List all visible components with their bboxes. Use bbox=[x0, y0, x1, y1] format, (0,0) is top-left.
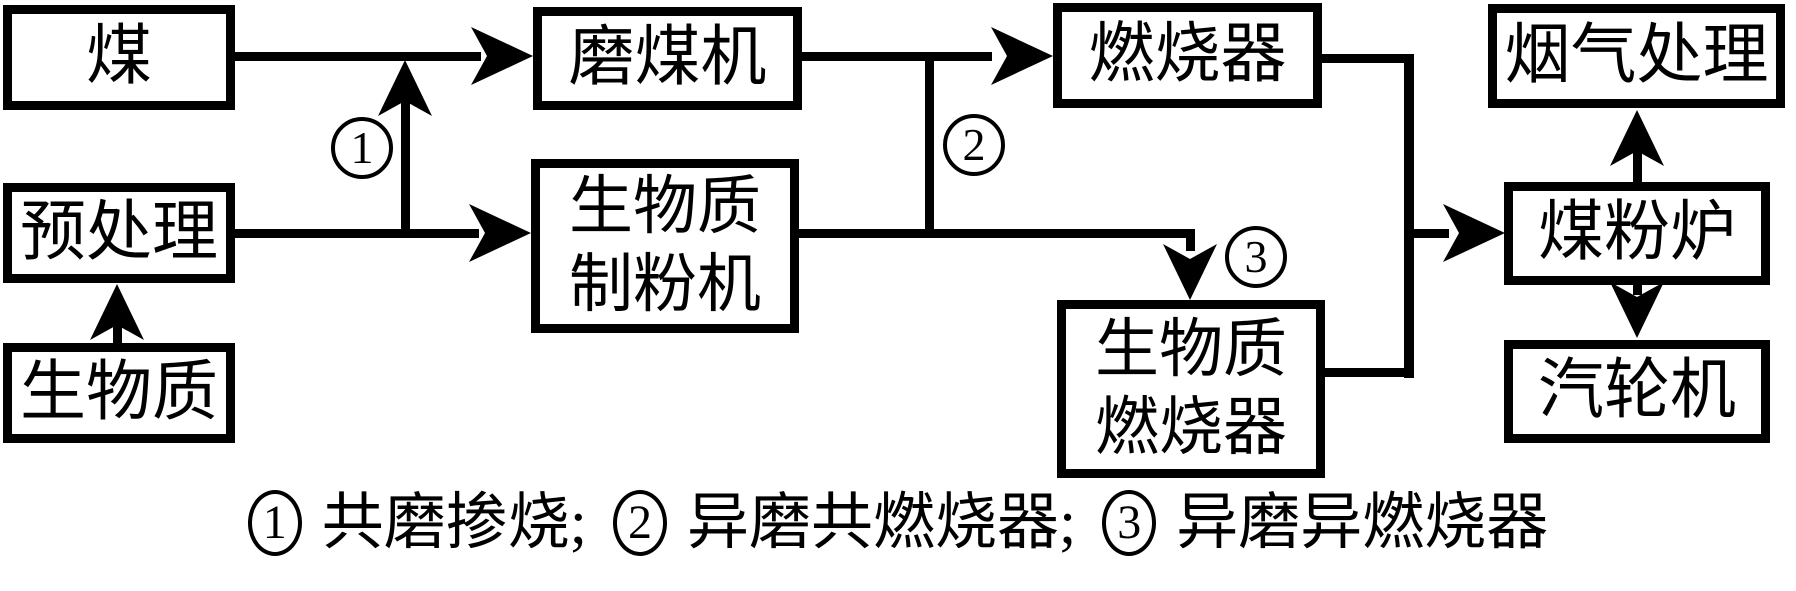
edge-path1-branch bbox=[401, 90, 410, 233]
node-biomass-burner-line2: 燃烧器 bbox=[1095, 392, 1287, 463]
node-biomass-pulverizer-line1: 生物质 bbox=[569, 170, 761, 242]
node-biomass-burner: 生物质 燃烧器 bbox=[1057, 300, 1325, 478]
node-flue-gas-treatment-label: 烟气处理 bbox=[1504, 18, 1769, 92]
legend-item-2: 2 异磨共燃烧器; bbox=[612, 489, 1077, 557]
node-pulverized-coal-furnace-label: 煤粉炉 bbox=[1538, 196, 1736, 270]
node-burner-label: 燃烧器 bbox=[1088, 18, 1287, 92]
path-label-3: 3 bbox=[1225, 226, 1287, 288]
legend-marker-2: 2 bbox=[612, 490, 667, 556]
node-coal-label: 煤 bbox=[86, 20, 152, 94]
path-label-2: 2 bbox=[943, 114, 1005, 176]
edge-furnace-to-flue bbox=[1633, 140, 1642, 183]
edge-burner-east bbox=[1322, 54, 1414, 63]
arrowhead-down-icon bbox=[1163, 244, 1217, 300]
node-pretreatment: 预处理 bbox=[3, 183, 235, 283]
node-biomass-burner-line1: 生物质 bbox=[1095, 313, 1287, 385]
node-biomass-label: 生物质 bbox=[20, 355, 218, 429]
arrowhead-right-icon bbox=[469, 204, 531, 262]
node-coal: 煤 bbox=[3, 5, 235, 110]
path-label-2-number: 2 bbox=[962, 119, 986, 170]
arrowhead-right-icon bbox=[471, 27, 533, 85]
legend-text-1: 共磨掺烧; bbox=[321, 489, 587, 557]
edge-coal-to-mill bbox=[235, 52, 481, 61]
node-flue-gas-treatment: 烟气处理 bbox=[1488, 4, 1785, 108]
edge-path2-branch bbox=[925, 56, 934, 234]
node-burner: 燃烧器 bbox=[1053, 3, 1322, 108]
arrowhead-up-icon bbox=[1610, 110, 1664, 166]
edge-pulverizer-east bbox=[799, 229, 1195, 238]
edge-furnace-to-turbine bbox=[1633, 285, 1642, 295]
node-steam-turbine-label: 汽轮机 bbox=[1538, 354, 1736, 428]
edge-path3-branch bbox=[1186, 229, 1195, 251]
arrowhead-up-icon bbox=[378, 60, 432, 116]
node-steam-turbine: 汽轮机 bbox=[1504, 340, 1770, 443]
edge-mill-to-burner bbox=[802, 52, 992, 61]
node-biomass-pulverizer-line2: 制粉机 bbox=[569, 249, 761, 320]
legend-text-2: 异磨共燃烧器; bbox=[686, 489, 1077, 557]
arrowhead-down-icon bbox=[1610, 282, 1664, 338]
edge-biomass-burner-east bbox=[1325, 368, 1407, 377]
path-label-1: 1 bbox=[331, 117, 393, 179]
node-pretreatment-label: 预处理 bbox=[20, 195, 218, 269]
arrowhead-right-icon bbox=[1443, 204, 1505, 262]
node-biomass-pulverizer: 生物质 制粉机 bbox=[531, 159, 799, 333]
legend-text-3: 异磨异燃烧器 bbox=[1176, 489, 1549, 557]
legend-item-1: 1 共磨掺烧; bbox=[247, 489, 587, 557]
edge-merge-vertical bbox=[1404, 54, 1414, 378]
node-coal-mill-label: 磨煤机 bbox=[568, 21, 767, 95]
legend-marker-3: 3 bbox=[1102, 490, 1157, 556]
node-biomass: 生物质 bbox=[3, 343, 235, 443]
legend-marker-1: 1 bbox=[247, 490, 302, 556]
arrowhead-right-icon bbox=[991, 27, 1053, 85]
edge-pretreatment-to-pulverizer bbox=[235, 229, 479, 238]
legend: 1 共磨掺烧; 2 异磨共燃烧器; 3 异磨异燃烧器 bbox=[0, 490, 1796, 556]
arrowhead-up-icon bbox=[90, 284, 144, 340]
path-label-3-number: 3 bbox=[1244, 231, 1268, 282]
edge-merge-to-furnace bbox=[1414, 229, 1449, 238]
node-pulverized-coal-furnace: 煤粉炉 bbox=[1504, 182, 1770, 285]
legend-item-3: 3 异磨异燃烧器 bbox=[1102, 490, 1548, 556]
node-coal-mill: 磨煤机 bbox=[533, 7, 802, 110]
path-label-1-number: 1 bbox=[350, 122, 374, 173]
